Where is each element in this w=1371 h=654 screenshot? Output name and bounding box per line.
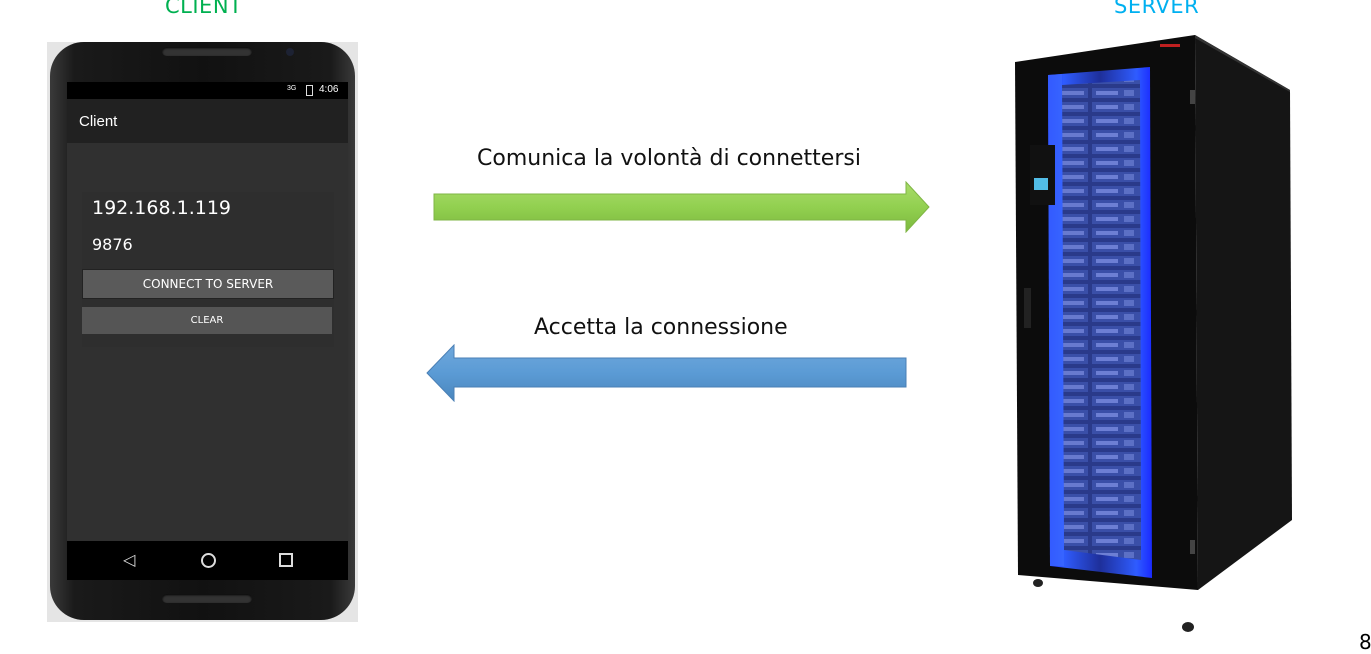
network-icon: 3G <box>287 85 297 92</box>
connect-to-server-button[interactable]: CONNECT TO SERVER <box>82 269 334 299</box>
server-rack <box>1015 35 1292 632</box>
clear-button[interactable]: CLEAR <box>82 307 332 334</box>
action-bar: Client <box>67 99 348 143</box>
battery-icon <box>306 85 313 96</box>
phone-speaker-top <box>162 47 252 56</box>
home-icon[interactable] <box>201 553 216 568</box>
port-field[interactable]: 9876 <box>92 235 133 254</box>
page-number: 8 <box>1359 630 1371 654</box>
server-heading: SERVER <box>1114 0 1200 18</box>
phone-screen: 3G 4:06 Client 192.168.1.119 9876 CONNEC… <box>67 82 348 580</box>
back-arrow-label: Accetta la connessione <box>534 315 788 340</box>
status-time: 4:06 <box>319 84 339 95</box>
phone-speaker-bottom <box>162 594 252 603</box>
forward-arrow <box>433 181 930 233</box>
client-heading: CLIENT <box>165 0 243 18</box>
phone-camera <box>286 48 294 56</box>
forward-arrow-label: Comunica la volontà di connettersi <box>477 146 861 171</box>
phone-mockup: 3G 4:06 Client 192.168.1.119 9876 CONNEC… <box>47 42 358 622</box>
recents-icon[interactable] <box>279 553 293 567</box>
ip-field[interactable]: 192.168.1.119 <box>92 197 232 219</box>
back-arrow <box>426 344 907 402</box>
status-bar: 3G 4:06 <box>67 82 348 99</box>
nav-bar: ◁ <box>67 541 348 580</box>
back-icon[interactable]: ◁ <box>123 552 136 569</box>
app-title: Client <box>79 113 118 130</box>
phone-body: 3G 4:06 Client 192.168.1.119 9876 CONNEC… <box>50 42 355 620</box>
